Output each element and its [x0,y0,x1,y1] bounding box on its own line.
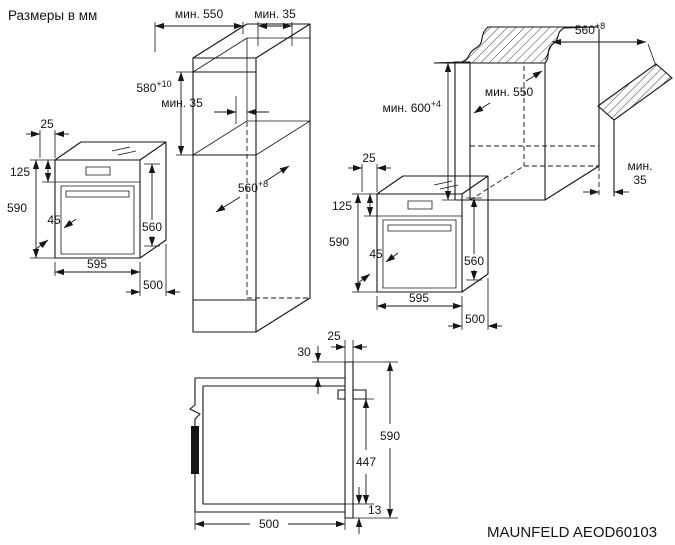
dim-label-oven-width: 595 [87,257,107,271]
dim-label-top-clearance: 25 [40,117,54,131]
side-view-mount-bracket [191,426,199,474]
dim-label-door-thickness: 25 [327,329,341,343]
tall-cabinet-drawing: мин. 550 мин. 35 580+10 мин. 35 560+8 [136,7,311,333]
dimension-line-niche-depth-560-b [265,165,290,182]
dimension-line-45-a [35,239,49,250]
base-cabinet-drawing: 560+8 мин. 600+4 мин. 550 мин. 35 [382,21,673,201]
dim-label-niche-depth: 560+8 [238,179,268,195]
tall-cabinet-hidden-lines [246,122,310,299]
dim-label-depth: 500 [259,517,279,531]
dim-label-bottom-overlap: 13 [368,503,382,517]
dim-label-niche-height: 580+10 [136,79,171,95]
side-view-drawing: 25 30 590 447 500 13 [189,329,400,534]
side-view-inner-and-door [202,361,354,519]
tall-cabinet-interior-lines [192,37,311,156]
dim-label-handle-depth: 45 [47,213,61,227]
oven-body-outline [54,141,167,259]
side-view-handle [352,389,367,400]
oven-front-details [55,146,140,255]
dim-label-shelf-gap: мин. 35 [161,96,203,110]
dim-label-cabinet-depth: мин. 550 [175,7,224,21]
dimension-line-niche-550-b [525,70,543,82]
dim-label-oven-height: 590 [7,201,27,215]
oven-drawing-right [329,151,502,330]
dimension-line-niche-550-a [473,102,491,114]
side-view-extension-lines [194,340,398,530]
worktop-slab [433,26,600,64]
dim-label-top-gap: мин. 35 [254,7,296,21]
oven-drawing: 25 125 590 45 560 595 500 [7,117,180,296]
dim-label-niche-depth-min: мин. 550 [485,85,534,99]
rear-wall-panel [597,63,673,121]
niche-extension-lines [442,43,657,201]
dim-label-top-clearance: 30 [297,345,311,359]
page-title: Размеры в мм [8,8,97,23]
model-name: MAUNFELD AEOD60103 [487,524,657,541]
dim-label-niche-height-min: мин. 600+4 [382,99,441,115]
dim-label-body-height: 560 [142,220,162,234]
side-view-cabinet-outline [189,377,346,513]
tall-cabinet-extension-lines [154,22,293,156]
dim-label-rear-gap-value: 35 [633,173,647,187]
dimension-line-niche-depth-560-a [215,196,241,213]
dim-label-height: 590 [380,429,400,443]
niche-hidden-lines [469,66,600,201]
dim-label-rear-gap-word: мин. [628,159,653,173]
dimension-line-45-b [63,218,77,229]
dim-label-panel-height: 125 [10,165,30,179]
tall-cabinet-outline [192,23,311,333]
dim-label-body-depth: 500 [143,278,163,292]
dim-label-worktop-depth: 560+8 [575,21,605,37]
dim-label-mount-height: 447 [356,455,376,469]
